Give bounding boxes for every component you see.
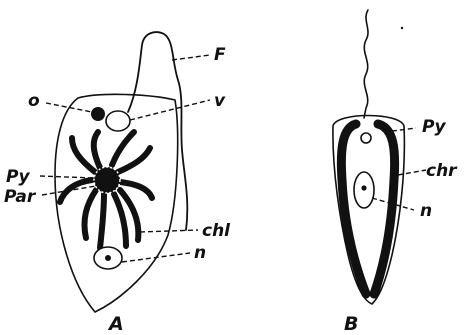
caption-a: A [107,313,124,335]
leader-f [172,55,210,60]
leader-chr [398,170,426,175]
label-par: Par [4,187,37,207]
eyespot-a [91,107,105,121]
leader-py [40,176,94,178]
label-v: v [214,91,226,111]
label-n-a: n [194,243,206,263]
flagellum-b [364,10,368,118]
label-o: o [28,91,40,111]
caption-b: B [344,313,358,335]
leader-v [130,100,210,120]
label-py-b: Py [422,117,446,137]
nucleolus-a [105,255,111,261]
label-n-b: n [420,201,432,221]
flagellum-a [128,32,187,230]
nucleolus-b [361,185,366,190]
cell-b [333,10,404,304]
label-py-a: Py [6,167,30,187]
label-chl: chl [202,221,231,241]
label-chr: chr [426,161,458,181]
label-f: F [214,45,226,65]
leader-n-a [122,253,190,262]
pyrenoid-a [94,167,120,193]
stray-dot [401,27,403,29]
pyrenoid-b [361,133,371,143]
chromatophore-right-b [374,124,395,294]
chromatophore-left-b [341,124,366,294]
vacuole-a [106,111,130,131]
cell-a [55,32,187,312]
